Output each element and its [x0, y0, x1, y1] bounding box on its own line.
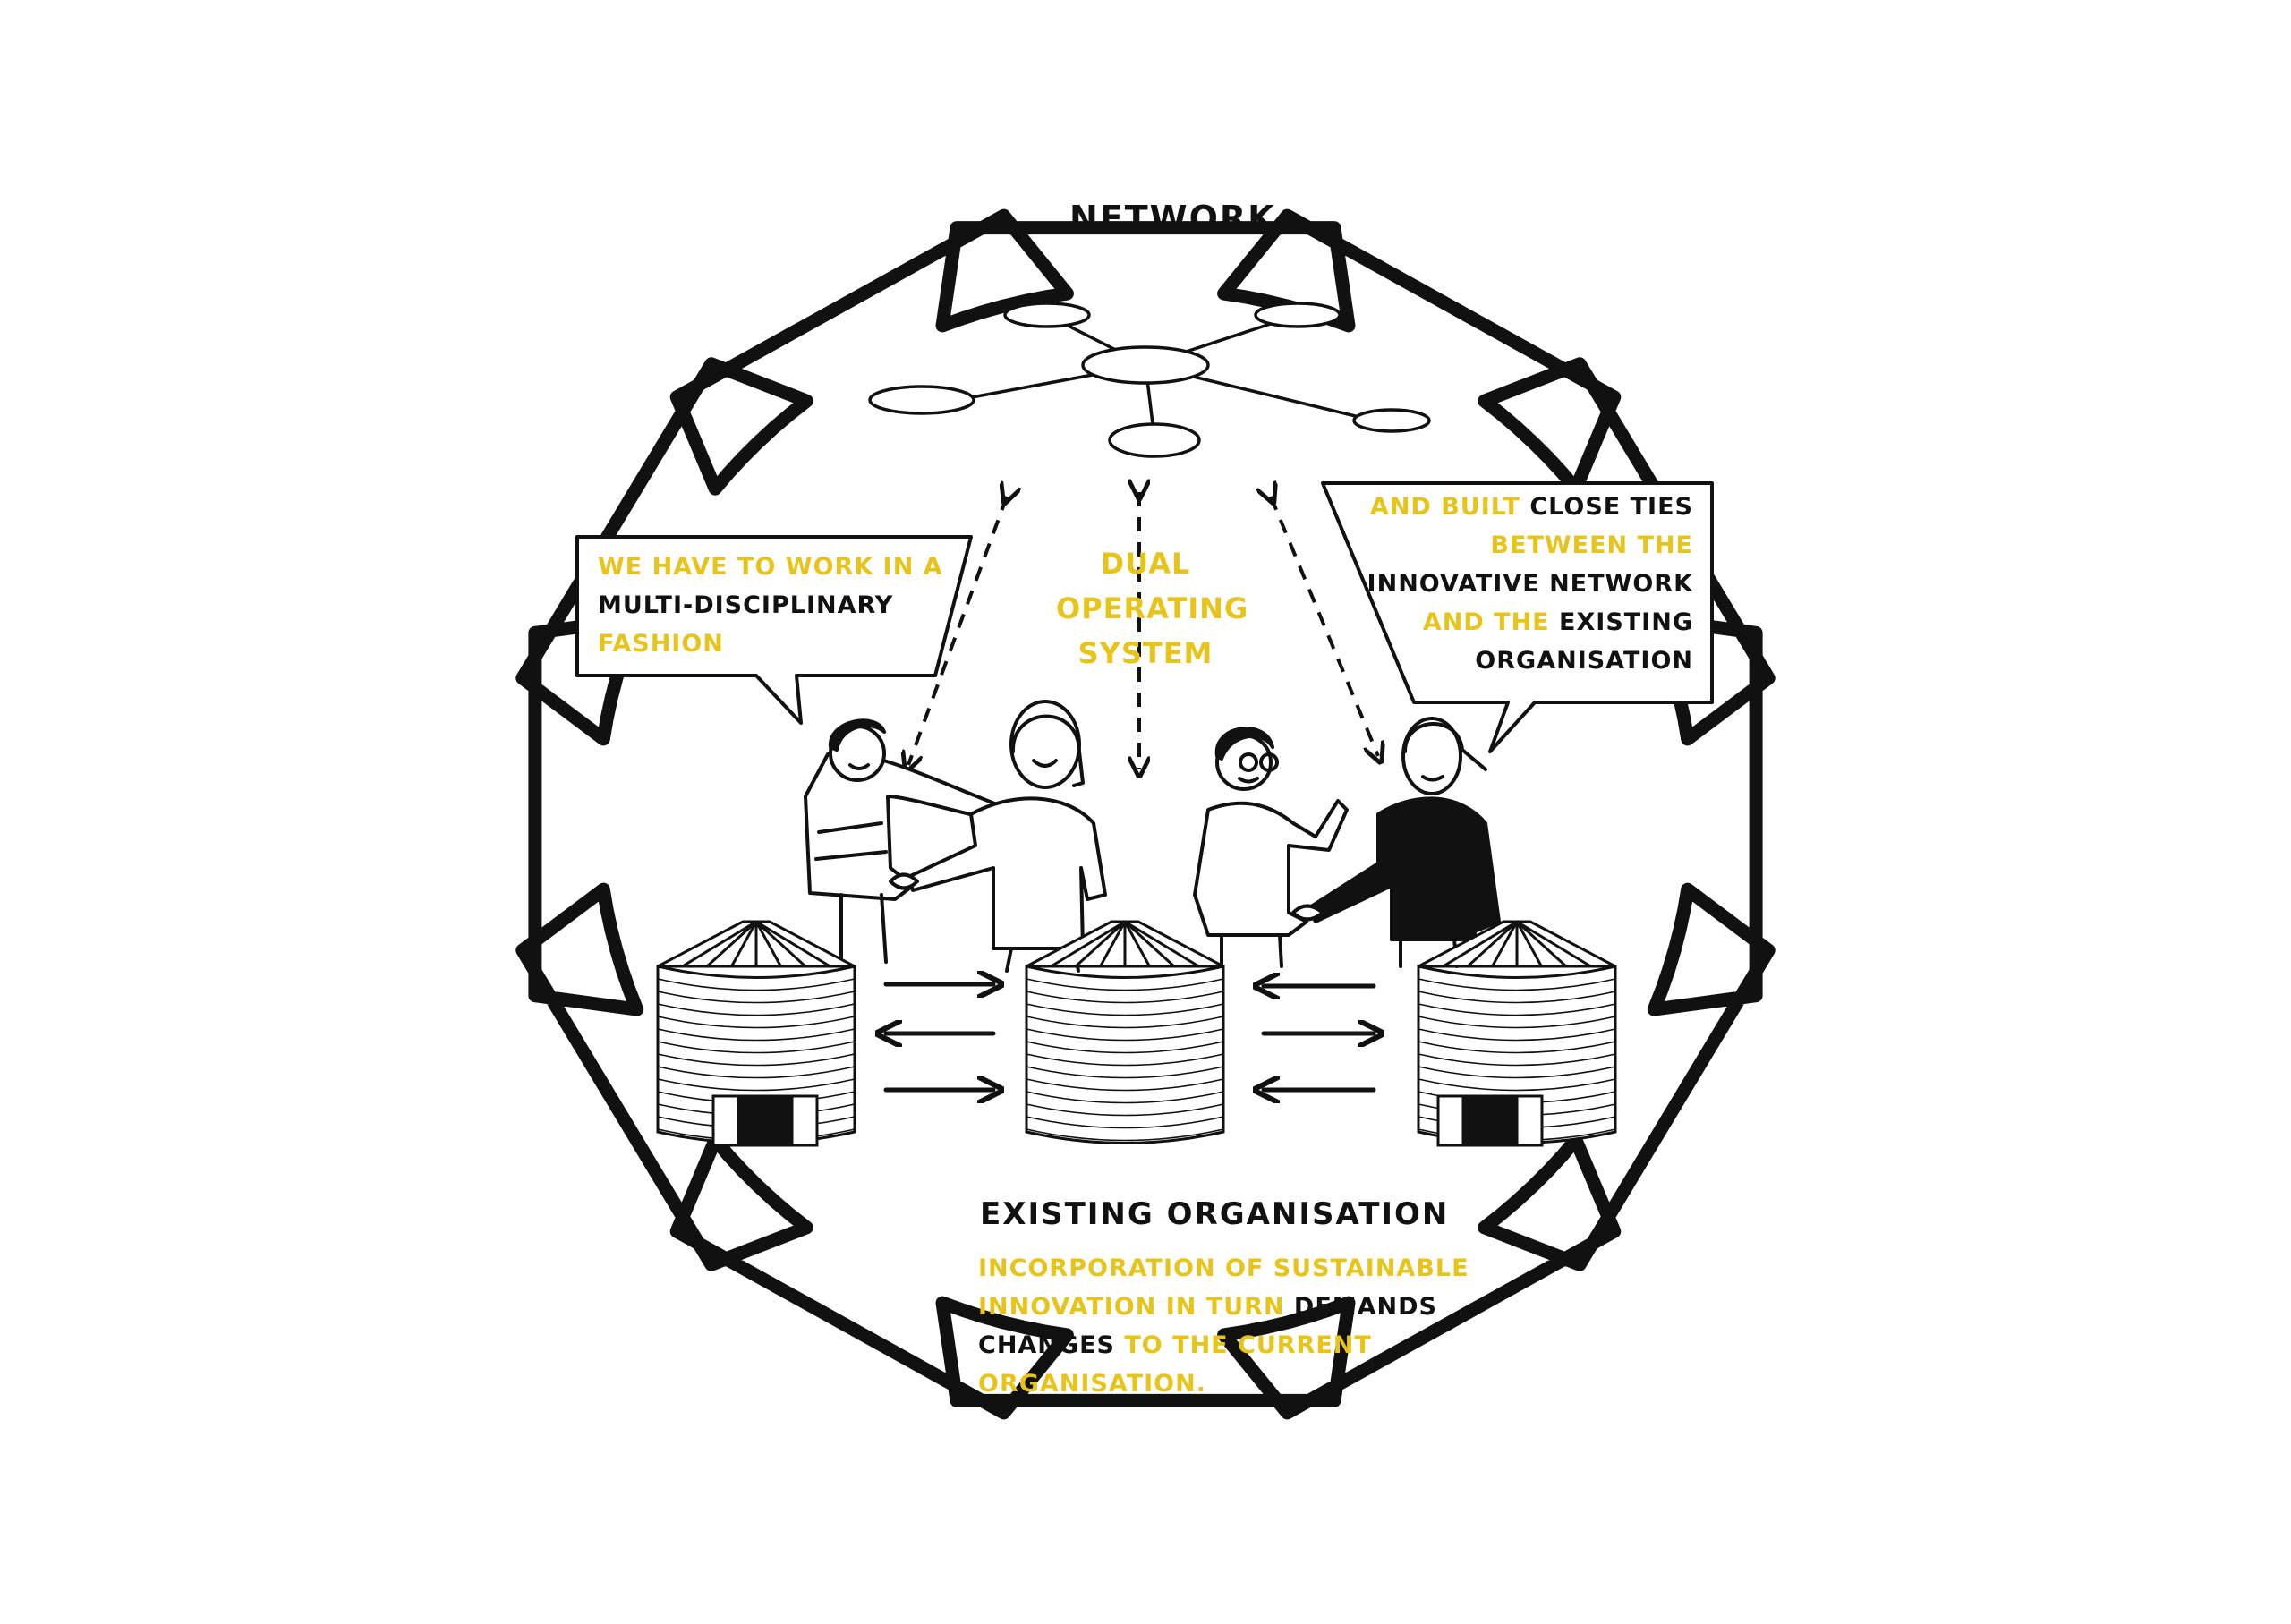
person-icon — [1307, 717, 1501, 968]
dashed-arrow-left — [908, 497, 1007, 765]
right-bubble-line: organisation — [1475, 647, 1693, 675]
right-bubble-line: And built close ties — [1342, 488, 1693, 526]
right-bubble-line: between the — [1490, 531, 1693, 559]
right-bubble-text: And built close ties between the innovat… — [1342, 488, 1693, 680]
grain-silo-icon — [1417, 920, 1617, 1147]
bottom-fragment: demands — [1293, 1293, 1437, 1321]
bottom-line: changes to the current — [978, 1326, 1469, 1365]
left-bubble-text: We have to work in a multi-disciplinary … — [598, 548, 943, 663]
right-bubble-fragment: close ties — [1529, 493, 1693, 521]
right-bubble-line: and the existing — [1342, 603, 1693, 642]
right-bubble-fragment: And built — [1369, 493, 1520, 521]
bottom-description: Incorporation of sustainable innovation … — [978, 1249, 1469, 1403]
left-bubble-line: multi-disciplinary — [598, 591, 894, 619]
bottom-line: Incorporation of sustainable — [978, 1254, 1469, 1282]
existing-organisation-label: Existing organisation — [980, 1196, 1450, 1232]
handshake-icon — [889, 872, 1324, 922]
network-hub-icon — [868, 302, 1431, 458]
grain-silo-icon — [1025, 920, 1225, 1144]
right-bubble-line: innovative network — [1367, 570, 1693, 598]
grain-silo-icon — [656, 920, 856, 1147]
bottom-fragment: innovation in turn — [978, 1293, 1285, 1321]
left-bubble-line: We have to work in a — [598, 553, 943, 581]
people-group — [804, 700, 1501, 973]
right-bubble-fragment: and the — [1422, 608, 1550, 636]
dual-label-line: system — [1077, 636, 1214, 670]
bottom-fragment: to the current — [1124, 1331, 1372, 1359]
left-bubble-line: fashion — [598, 630, 724, 658]
silos-group — [656, 920, 1617, 1147]
dashed-arrow-right — [1271, 497, 1378, 756]
right-bubble-fragment: existing — [1559, 608, 1693, 636]
bottom-line: organisation. — [978, 1370, 1206, 1398]
bottom-line: innovation in turn demands — [978, 1288, 1469, 1326]
dual-label-line: operating — [1056, 591, 1249, 625]
person-icon — [1193, 727, 1349, 968]
network-label: Network — [1069, 199, 1276, 238]
right-speech-bubble — [1321, 481, 1714, 753]
exchange-arrows — [886, 984, 1374, 1090]
left-speech-bubble — [575, 535, 973, 725]
person-icon — [804, 718, 1013, 964]
bottom-fragment: changes — [978, 1331, 1115, 1359]
dual-operating-system-label: Dual operating system — [1056, 541, 1249, 676]
gear-outline-icon — [515, 208, 1776, 1420]
dual-label-line: Dual — [1100, 547, 1191, 581]
person-icon — [907, 700, 1107, 973]
network-link-arrows — [908, 492, 1378, 769]
